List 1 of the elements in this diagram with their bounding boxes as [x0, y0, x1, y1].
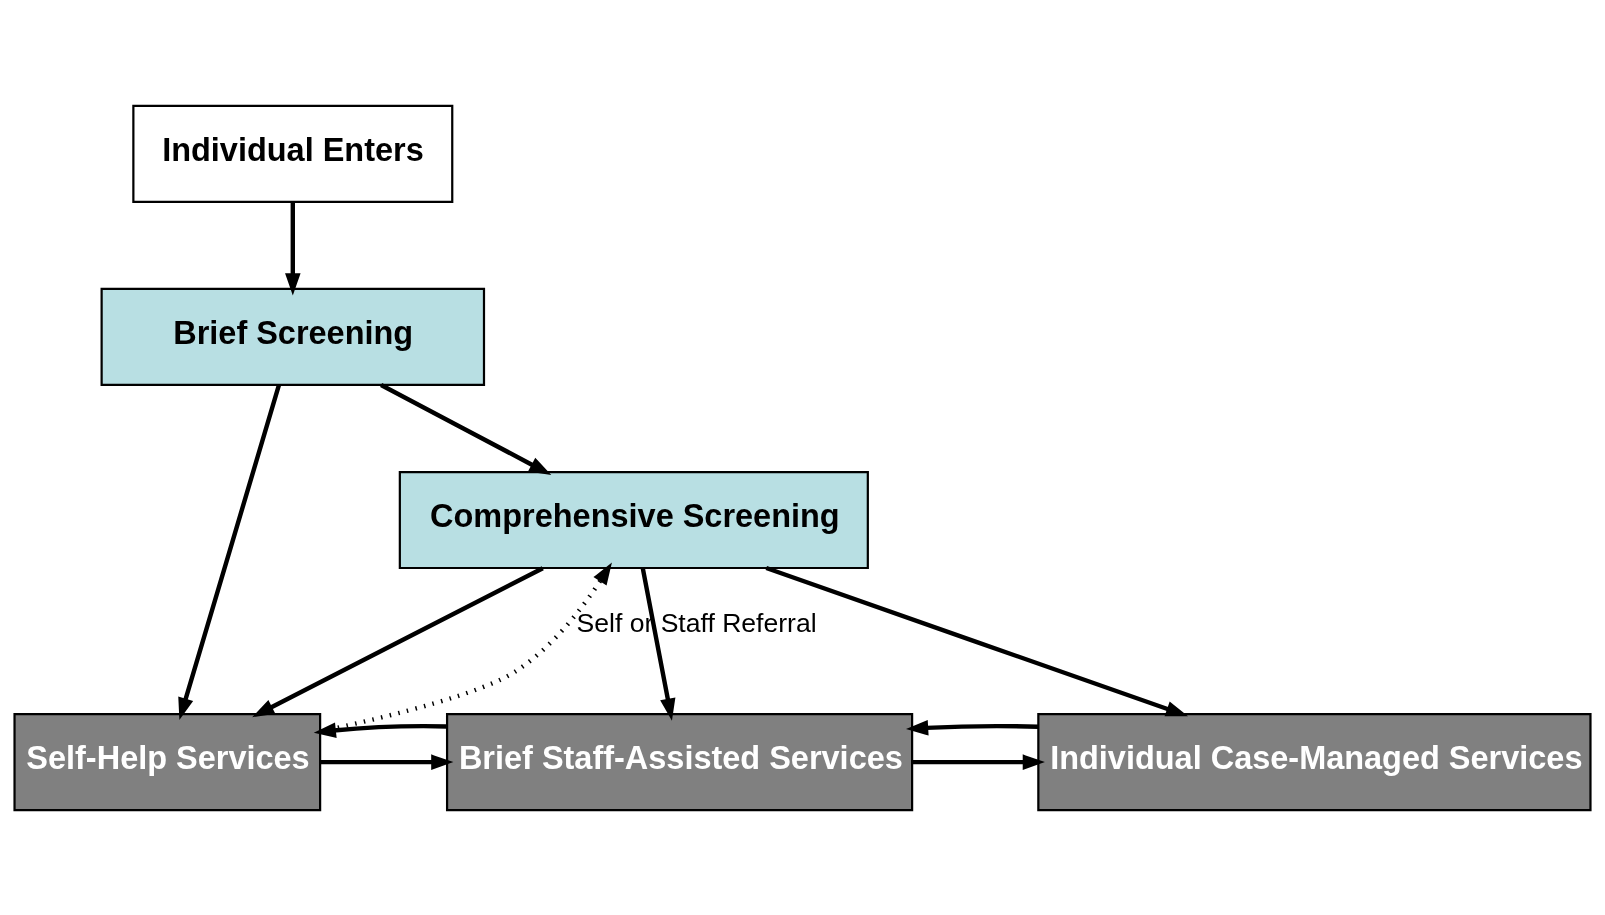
- edge-label: Self or Staff Referral: [576, 607, 817, 638]
